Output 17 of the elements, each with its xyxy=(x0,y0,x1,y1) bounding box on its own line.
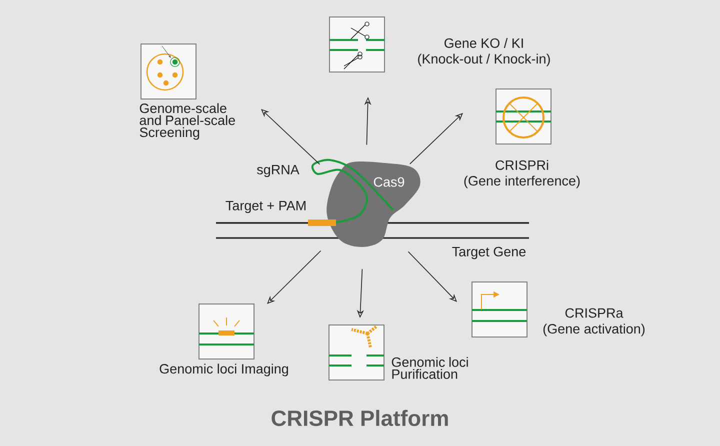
arrow xyxy=(410,113,463,164)
application-label: (Gene activation) xyxy=(543,324,645,336)
application-label: CRISPRi xyxy=(496,160,548,170)
diagram-title: CRISPR Platform xyxy=(272,410,448,426)
application-label: CRISPRa xyxy=(565,308,624,318)
strand-label: sgRNA xyxy=(257,164,300,178)
application-label: (Gene interference) xyxy=(464,176,580,188)
strand-label: Target Gene xyxy=(452,246,526,260)
application-label: Gene KO / KI xyxy=(444,38,523,48)
application-label: Genomic loci Imaging xyxy=(160,364,288,376)
arrow xyxy=(267,250,322,304)
application-label: (Knock-out / Knock-in) xyxy=(418,54,550,66)
arrow xyxy=(408,251,457,302)
strand-label: Target + PAM xyxy=(226,200,306,214)
application-label: Genomic loci Purification xyxy=(392,357,468,379)
cas9-protein: Cas9 xyxy=(326,162,420,247)
application-label: Genome-scale and Panel-scale Screening xyxy=(140,103,235,140)
